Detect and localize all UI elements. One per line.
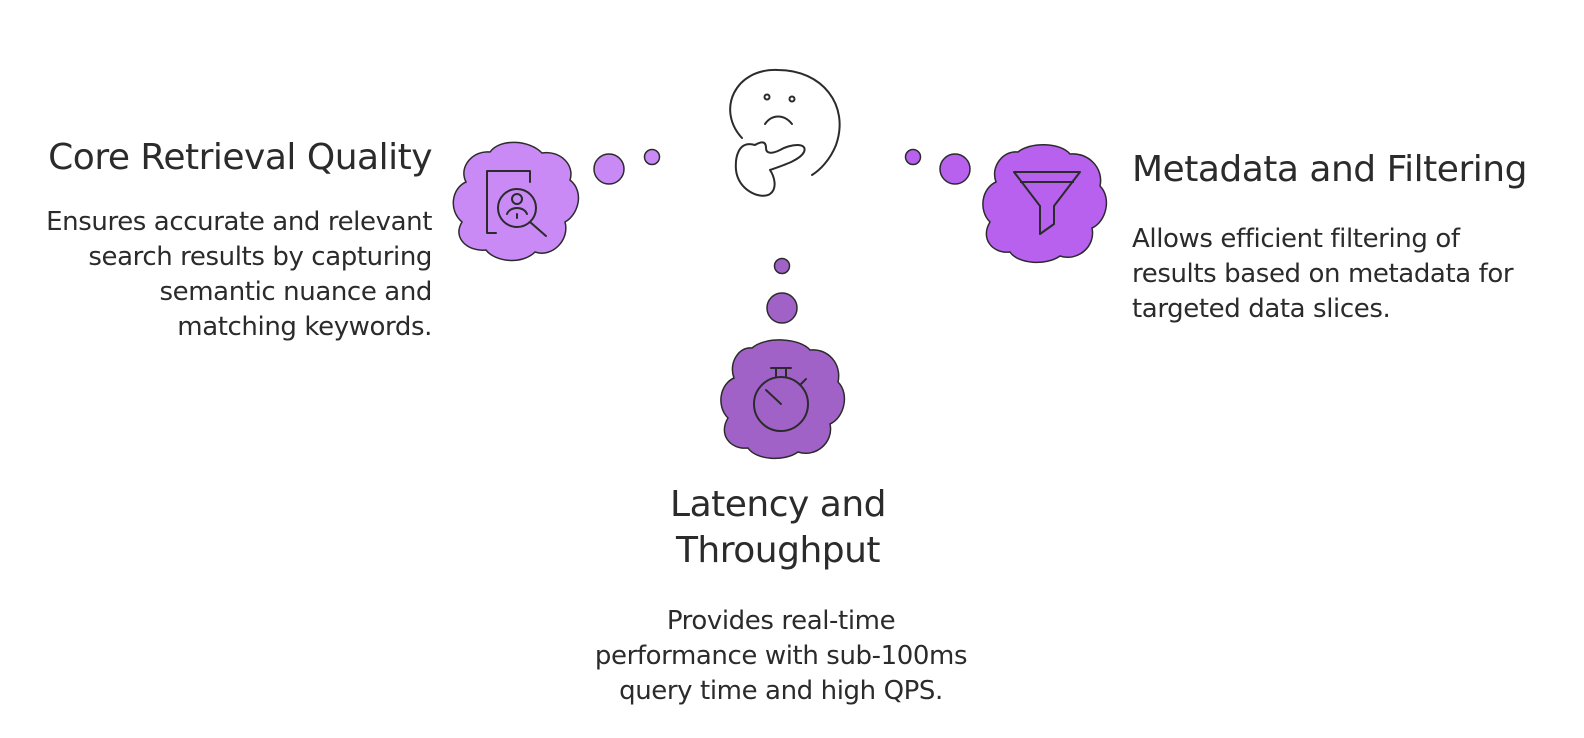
core-retrieval-description-line: Ensures accurate and relevant xyxy=(46,207,432,237)
connector-dot-right-small xyxy=(904,148,922,166)
metadata-cloud xyxy=(982,144,1108,264)
core-retrieval-title: Core Retrieval Quality xyxy=(48,137,432,178)
funnel-icon xyxy=(1013,171,1081,235)
connector-dot-bottom-large xyxy=(766,292,798,324)
document-search-icon xyxy=(486,170,547,237)
connector-dot-left-large xyxy=(593,153,625,185)
connector-dot-left-small xyxy=(643,148,661,166)
core-retrieval-cloud xyxy=(452,141,580,262)
metadata-filtering-title: Metadata and Filtering xyxy=(1132,149,1527,190)
latency-throughput-description-line: Provides real-time xyxy=(666,606,896,636)
metadata-filtering-description-line: Allows efficient filtering of xyxy=(1132,224,1460,254)
core-retrieval-description-line: search results by capturing xyxy=(88,242,432,272)
stopwatch-icon xyxy=(753,367,809,432)
connector-dot-right-large xyxy=(939,153,971,185)
metadata-filtering-description-line: results based on metadata for xyxy=(1132,259,1514,289)
latency-throughput-title-line: Latency and xyxy=(670,484,886,525)
connector-dot-bottom-small xyxy=(773,257,791,275)
latency-throughput-description-line: query time and high QPS. xyxy=(619,676,943,706)
core-retrieval-description-line: matching keywords. xyxy=(177,312,432,342)
metadata-filtering-description-line: targeted data slices. xyxy=(1132,294,1391,324)
thinking-face-icon xyxy=(729,68,841,197)
core-retrieval-description-line: semantic nuance and xyxy=(159,277,433,307)
latency-cloud xyxy=(720,339,846,460)
latency-throughput-title-line: Throughput xyxy=(675,530,881,571)
latency-throughput-description-line: performance with sub-100ms xyxy=(594,641,968,671)
latency-throughput-title: Latency and Throughput xyxy=(568,482,988,574)
core-retrieval-description: Ensures accurate and relevant search res… xyxy=(0,205,432,345)
latency-throughput-description: Provides real-time performance with sub-… xyxy=(548,604,1014,709)
metadata-filtering-description: Allows efficient filtering of results ba… xyxy=(1132,222,1577,327)
